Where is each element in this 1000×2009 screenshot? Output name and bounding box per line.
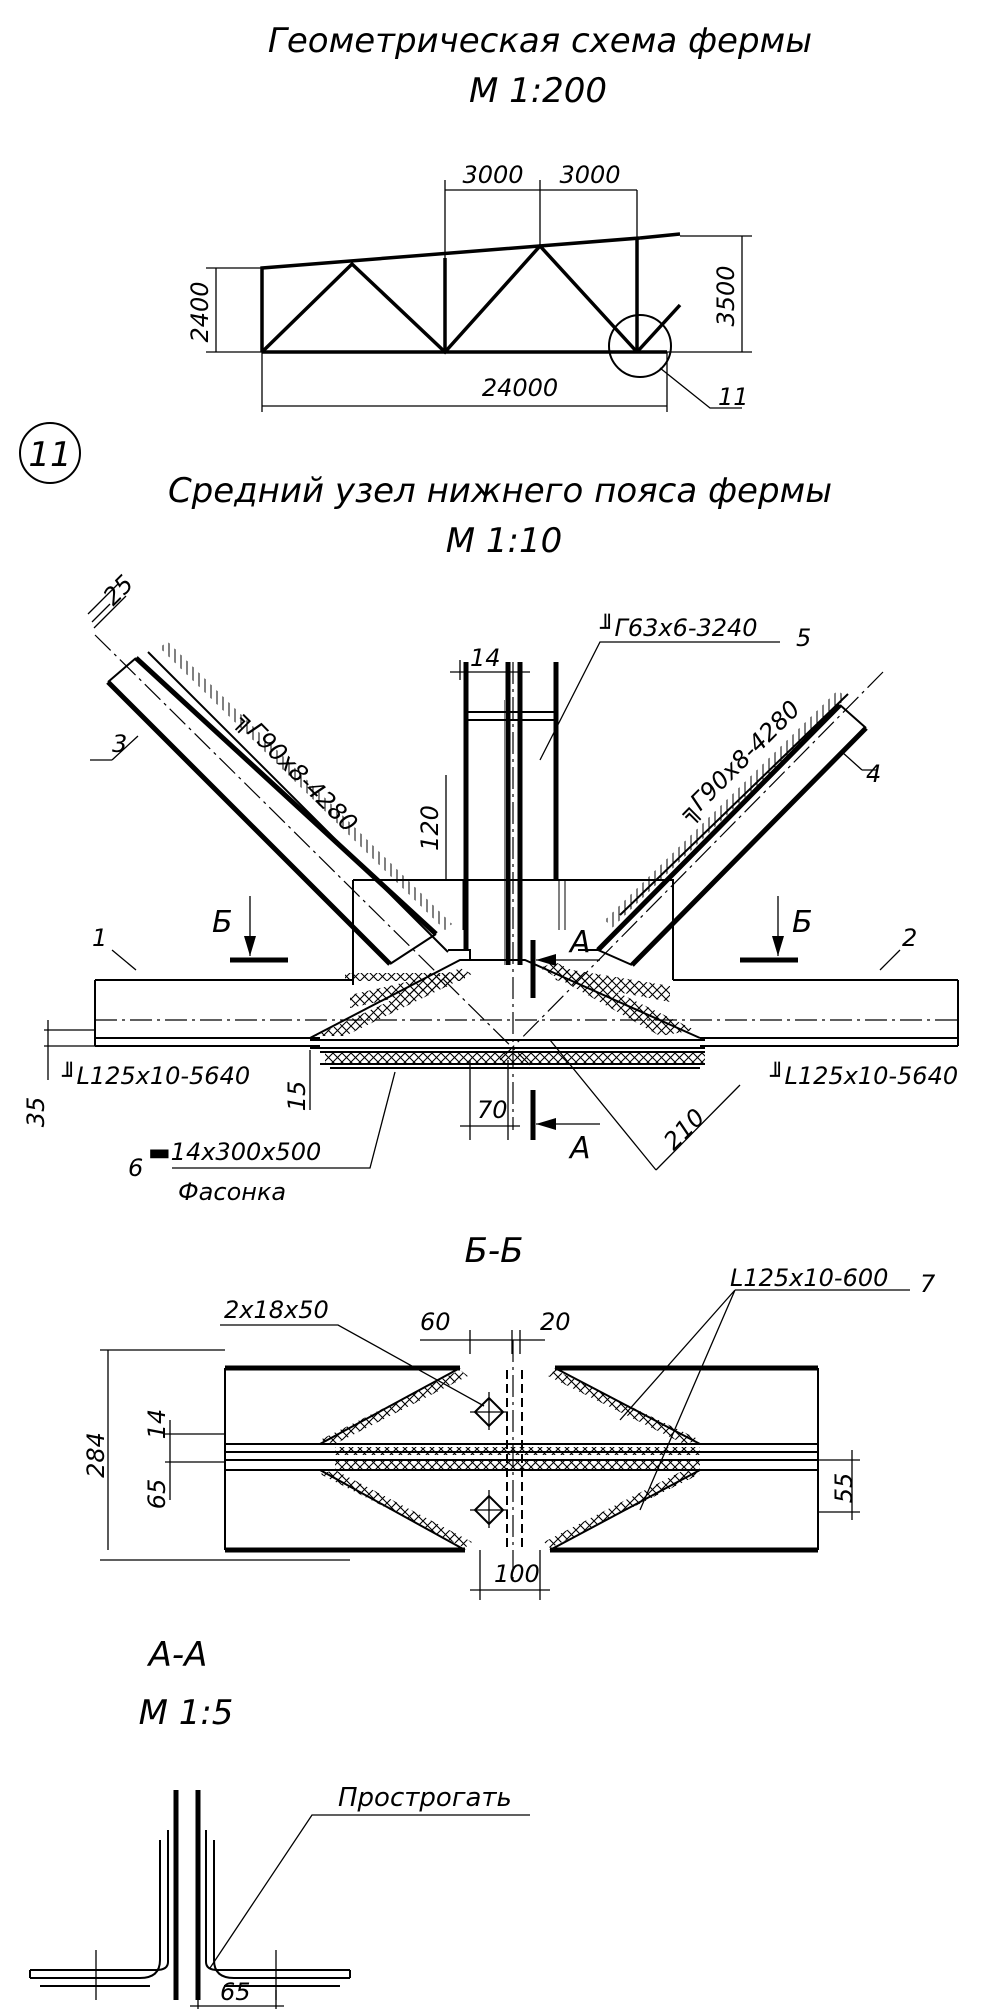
bb-dim-100: 100 (494, 1560, 540, 1588)
dim-panel-2: 3000 (559, 161, 620, 189)
profile-post: ╜Г63х6-3240 (599, 613, 758, 642)
pos-4: 4 (866, 760, 881, 788)
dim-35: 35 (22, 1097, 50, 1128)
aa-note: Простро­гать (338, 1783, 512, 1813)
plate-name: Фасонка (178, 1178, 286, 1206)
aa-scale: М 1:5 (139, 1693, 234, 1733)
pos-5: 5 (796, 624, 811, 652)
profile-chord-right: ╜L125х10-5640 (769, 1061, 958, 1090)
cut-a-top: А (568, 925, 591, 960)
cut-b-right: Б (792, 905, 813, 940)
bb-dim-60: 60 (420, 1308, 451, 1336)
bb-dim-55: 55 (830, 1473, 858, 1504)
dim-120: 120 (416, 805, 444, 851)
bb-dim-14: 14 (143, 1409, 171, 1440)
node-11-circle (608, 314, 672, 378)
dim-15: 15 (283, 1081, 311, 1112)
pos-2: 2 (902, 924, 917, 952)
bb-dim-20: 20 (540, 1308, 571, 1336)
pos-3: 3 (112, 730, 127, 758)
callout-11: 11 (718, 383, 749, 411)
node-scale: М 1:10 (446, 521, 563, 561)
bb-angle-spec: L125х10-600 (730, 1264, 888, 1292)
node-number-circle (19, 422, 81, 484)
cut-a-bottom: А (568, 1131, 591, 1166)
bb-dim-65: 65 (143, 1479, 171, 1510)
dim-height-right: 3500 (712, 265, 740, 326)
geom-scale: М 1:200 (469, 71, 607, 111)
node-detail: А А Б Б 25 14 120 ╗Г90х8-4280 3 ╜Г63х6-3… (22, 570, 959, 1206)
plate-spec: ▬14х300х500 (148, 1138, 321, 1166)
bb-dim-284: 284 (82, 1432, 110, 1478)
bb-pos-7: 7 (920, 1270, 936, 1298)
geom-title: Геометрическая схема фермы (268, 21, 812, 61)
dim-panel-1: 3000 (462, 161, 523, 189)
bolt-spec: 2х18х50 (224, 1296, 329, 1324)
section-aa-title: А-А (147, 1635, 208, 1675)
node-title: Средний узел нижнего пояса фермы (168, 471, 832, 511)
dim-210: 210 (658, 1103, 710, 1155)
node-number: 11 (28, 435, 71, 475)
section-aa: Простро­гать 65 (29, 1783, 530, 2009)
cut-b-left: Б (212, 905, 233, 940)
dim-70: 70 (477, 1096, 508, 1124)
section-bb: 2х18х50 60 20 L125х10-600 7 284 14 65 55… (82, 1264, 936, 1600)
section-bb-title: Б-Б (465, 1231, 524, 1271)
dim-height-left: 2400 (186, 281, 214, 342)
aa-dim-65: 65 (220, 1978, 251, 2006)
truss-scheme: 3000 3000 2400 3500 24000 11 (186, 161, 752, 412)
profile-chord-left: ╜L125х10-5640 (61, 1061, 250, 1090)
dim-span: 24000 (482, 374, 558, 402)
dim-25: 25 (98, 570, 139, 611)
profile-brace-left: ╗Г90х8-4280 (230, 706, 363, 839)
pos-6: 6 (128, 1154, 143, 1182)
dim-14: 14 (470, 644, 501, 672)
pos-1: 1 (92, 924, 107, 952)
